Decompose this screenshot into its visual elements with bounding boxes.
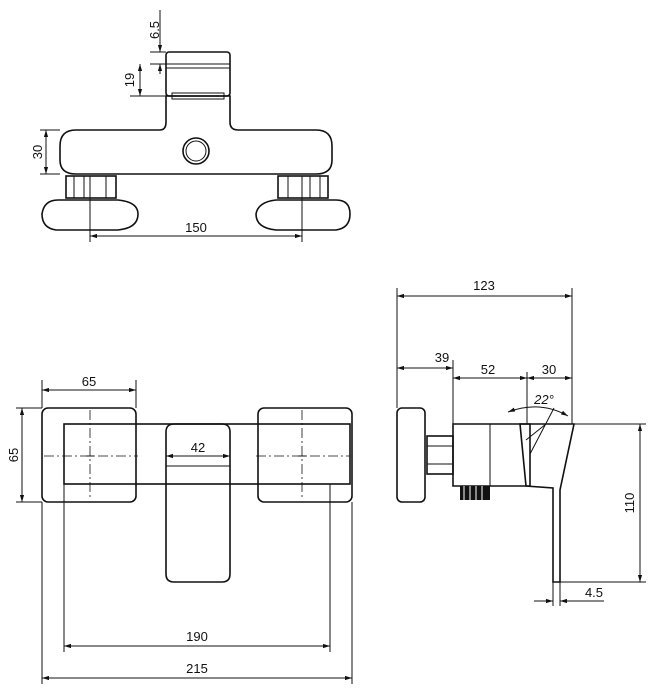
dim-lever-depth: 30 <box>542 362 556 377</box>
front-body <box>63 423 351 485</box>
dim-flange-to-body: 39 <box>435 350 449 365</box>
side-flange <box>396 407 426 503</box>
dim-lever-angle: 22° <box>533 392 554 407</box>
dim-body-height: 30 <box>30 145 45 159</box>
dim-cap-height: 6.5 <box>147 21 162 39</box>
dim-lever-height: 110 <box>622 493 637 514</box>
dim-overall-length: 215 <box>186 661 208 676</box>
dim-lever-width: 42 <box>191 440 205 455</box>
dim-body-length: 190 <box>186 629 208 644</box>
dim-flange-height: 65 <box>6 448 21 462</box>
dim-overall-depth: 123 <box>473 278 495 293</box>
top-outlet-circle <box>182 137 210 165</box>
left-flange <box>41 407 137 503</box>
side-body <box>452 423 531 487</box>
dim-center-distance: 150 <box>185 220 207 235</box>
side-view: 123 39 52 30 22° 110 4.5 <box>396 278 646 606</box>
right-connector <box>255 175 351 231</box>
front-lever <box>165 423 231 583</box>
side-nut <box>426 435 454 475</box>
top-view: 6.5 19 30 150 <box>30 10 351 242</box>
dim-lever-thickness: 4.5 <box>585 585 603 600</box>
side-lever <box>519 423 575 583</box>
right-flange <box>257 407 353 503</box>
top-body <box>59 95 333 175</box>
left-connector <box>41 175 139 231</box>
dim-body-depth: 52 <box>481 362 495 377</box>
front-view: 65 65 42 190 215 <box>6 374 353 684</box>
dim-cap-offset: 19 <box>122 73 137 87</box>
dim-flange-width: 65 <box>82 374 96 389</box>
top-cap <box>165 51 231 97</box>
